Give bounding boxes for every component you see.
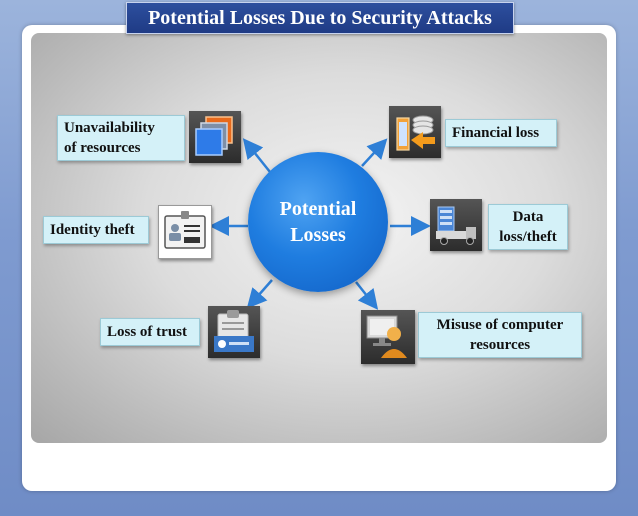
label-financial-loss: Financial loss: [445, 119, 557, 147]
arrow-financial: [361, 138, 388, 167]
label-unavailability: Unavailability of resources: [57, 115, 185, 161]
label-misuse-line2: resources: [469, 337, 531, 353]
arrow-trust: [246, 279, 273, 309]
label-data-loss-line2: loss/theft: [499, 229, 557, 245]
label-misuse-line1: Misuse of computer: [436, 317, 564, 333]
label-unavailability-line2: of resources: [64, 140, 141, 156]
center-line1: Potential: [279, 198, 357, 220]
label-identity-theft: Identity theft: [43, 216, 149, 244]
arrow-misuse: [355, 281, 379, 310]
center-line2: Losses: [290, 224, 346, 246]
stacked-windows-icon: [189, 111, 241, 163]
coins-transfer-icon: [389, 106, 441, 158]
delivery-truck-icon: [430, 199, 482, 251]
clipboard-icon: [208, 306, 260, 358]
id-badge-icon: [158, 205, 212, 259]
slide-title: Potential Losses Due to Security Attacks: [126, 2, 514, 34]
label-data-loss: Data loss/theft: [488, 204, 568, 250]
label-unavailability-line1: Unavailability: [64, 120, 155, 136]
label-loss-of-trust: Loss of trust: [100, 318, 200, 346]
arrow-unavailability: [242, 138, 271, 173]
label-misuse: Misuse of computer resources: [418, 312, 582, 358]
center-node: Potential Losses: [248, 152, 388, 292]
user-computer-icon: [361, 310, 415, 364]
label-data-loss-line1: Data: [512, 209, 544, 225]
